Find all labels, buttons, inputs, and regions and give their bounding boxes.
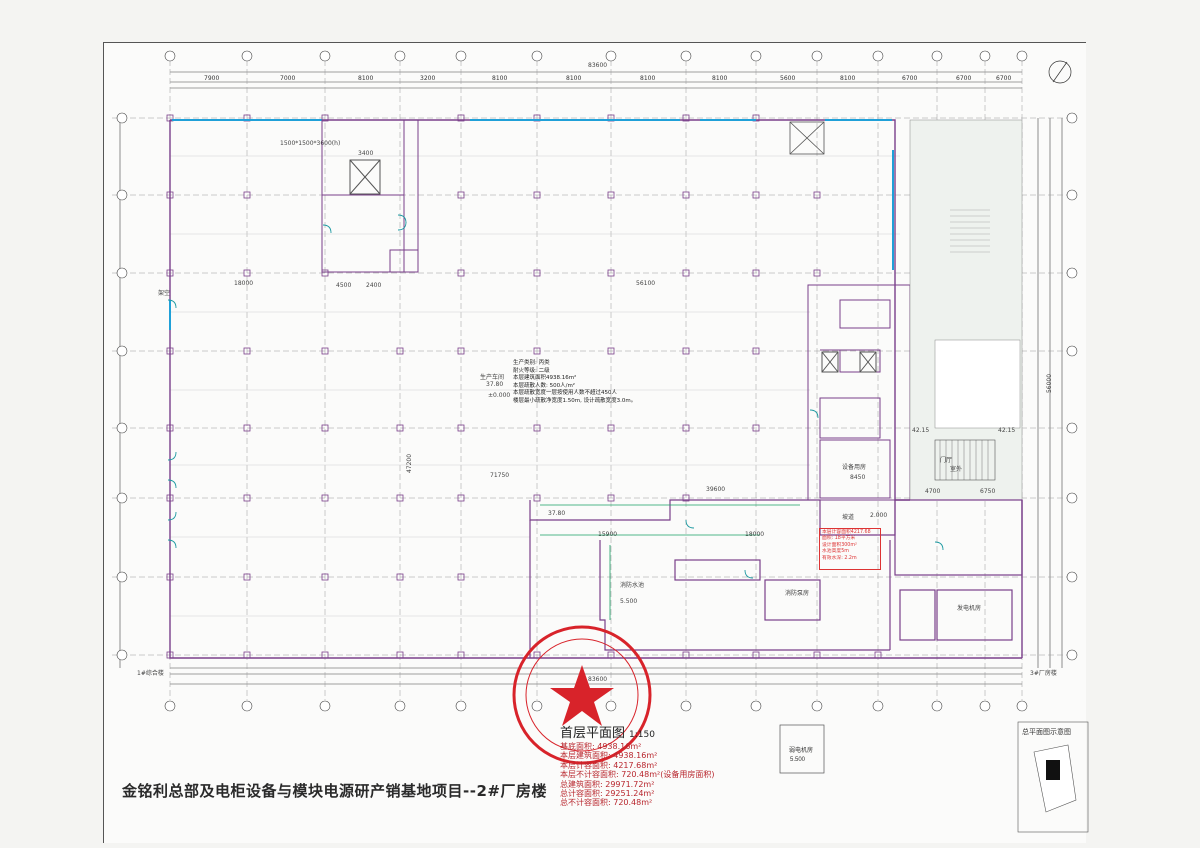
dim-15900: 15900 bbox=[598, 531, 618, 538]
stair-core-north bbox=[321, 119, 419, 273]
weak-electric-label: 弱电机房 bbox=[789, 748, 814, 754]
note-line: 本层疏散人数: 500人/m² bbox=[513, 382, 576, 389]
sub-grid bbox=[170, 155, 900, 617]
label-building-left: 1#综合楼 bbox=[137, 670, 164, 677]
green-dimension-marks bbox=[540, 504, 800, 620]
label-pump-room: 消防泵房 bbox=[785, 590, 810, 597]
area-line: 本层计容面积: 4217.68m² bbox=[560, 760, 658, 770]
dim-span-10: 8100 bbox=[840, 75, 856, 82]
dim-71750: 71750 bbox=[490, 472, 510, 479]
label-hall-elev-2: 42.15 bbox=[998, 427, 1016, 434]
label-elev-5500: 5.500 bbox=[620, 598, 638, 605]
dim-mid: 47200 bbox=[406, 453, 414, 474]
label-hall-elev: 42.15 bbox=[912, 427, 930, 434]
label-elev-prod: 37.80 bbox=[486, 381, 504, 388]
area-line: 总建筑面积: 29971.72m² bbox=[560, 779, 655, 789]
plan-title-text: 首层平面图 bbox=[560, 726, 626, 741]
dim-span-7: 8100 bbox=[640, 75, 656, 82]
dim-span-13: 6700 bbox=[996, 75, 1012, 82]
dim-span-6: 8100 bbox=[566, 75, 582, 82]
dim-4700: 4700 bbox=[925, 488, 941, 495]
label-fire-pool: 消防水池 bbox=[620, 582, 645, 589]
fire-pool-note: 本层计容面积4217.68 面积: 18平方米 设计面积300m² 水池高度5m… bbox=[819, 528, 881, 570]
red-note-line: 设计面积300m² bbox=[822, 542, 857, 548]
north-arrow-icon bbox=[1048, 60, 1072, 84]
label-jiakong: 架空 bbox=[158, 290, 171, 297]
note-line: 本层疏散宽度一层按使用人数不超过450人 bbox=[513, 390, 617, 397]
label-ramp: 坡道 bbox=[842, 514, 855, 521]
area-summary: 基底面积: 4938.16m² 本层建筑面积: 4938.16m² 本层计容面积… bbox=[560, 742, 714, 808]
area-line: 本层建筑面积: 4938.16m² bbox=[560, 751, 658, 761]
dim-span-4: 3200 bbox=[420, 75, 436, 82]
note-line: 楼层最小疏散净宽度1.50m, 设计疏散宽度3.0m。 bbox=[513, 397, 637, 404]
dim-span-8: 8100 bbox=[712, 75, 728, 82]
note-line: 生产类别: 丙类 bbox=[513, 360, 550, 366]
plan-scale: 1:150 bbox=[629, 730, 655, 740]
area-line: 总不计容面积: 720.48m² bbox=[560, 798, 653, 808]
outdoor-paving bbox=[909, 119, 1023, 501]
dimension-lines bbox=[119, 71, 1063, 685]
overall-dim-bottom: 83600 bbox=[588, 676, 608, 683]
area-line: 总计容面积: 29251.24m² bbox=[560, 789, 655, 799]
note-line: 本层建筑面积4938.16m² bbox=[513, 375, 577, 382]
dim-18000: 18000 bbox=[234, 280, 254, 287]
area-line: 基底面积: 4938.16m² bbox=[560, 742, 642, 751]
drawing-title: 金铭利总部及电柜设备与模块电源研产销基地项目--2#厂房楼 bbox=[122, 782, 547, 800]
label-stair-note: 1500*1500*3600(h) bbox=[280, 140, 341, 147]
red-note-line: 面积: 18平方米 bbox=[822, 536, 856, 542]
dim-6750: 6750 bbox=[980, 488, 996, 495]
weak-electric-room-box bbox=[779, 724, 825, 774]
production-note: 生产类别: 丙类 耐火等级: 二级 本层建筑面积4938.16m² 本层疏散人数… bbox=[513, 360, 636, 406]
overall-dim-top: 83600 bbox=[588, 62, 608, 69]
label-elev-3780: 37.80 bbox=[548, 510, 566, 517]
area-line: 本层不计容面积: 720.48m²(设备用房面积) bbox=[560, 770, 715, 780]
label-power-room: 发电机房 bbox=[957, 605, 982, 612]
key-plan-label: 总平面图示意图 bbox=[1022, 728, 1071, 736]
label-elev-zero: ±0.000 bbox=[488, 392, 511, 399]
red-note-line: 本层计容面积4217.68 bbox=[822, 530, 871, 535]
windows bbox=[169, 119, 894, 330]
axis-bubbles bbox=[116, 50, 1078, 712]
dim-span-11: 6700 bbox=[902, 75, 918, 82]
label-outdoor: 室外 bbox=[950, 466, 963, 473]
note-line: 耐火等级: 二级 bbox=[513, 367, 550, 374]
label-equip-room: 设备用房 bbox=[842, 464, 867, 471]
dim-span-2: 7000 bbox=[280, 75, 296, 82]
door-swings bbox=[167, 214, 944, 579]
label-production: 生产车间 bbox=[480, 374, 505, 381]
dim-span-5: 8100 bbox=[492, 75, 508, 82]
dim-span-1: 7900 bbox=[204, 75, 220, 82]
overall-dim-right: 56000 bbox=[1046, 373, 1054, 394]
dim-4500: 4500 bbox=[336, 282, 352, 289]
dim-span-12: 6700 bbox=[956, 75, 972, 82]
red-note-line: 有效水深: 2.2m bbox=[822, 555, 857, 561]
stair-core-east bbox=[807, 284, 911, 501]
dim-2400: 2400 bbox=[366, 282, 382, 289]
red-note-line: 水池高度5m bbox=[822, 549, 849, 555]
dim-18000b: 18000 bbox=[745, 531, 765, 538]
dim-39600: 39600 bbox=[706, 486, 726, 493]
dim-56100: 56100 bbox=[636, 280, 656, 287]
weak-electric-elev: 5.500 bbox=[790, 757, 806, 763]
dim-8450: 8450 bbox=[850, 474, 866, 481]
dim-span-3: 8100 bbox=[358, 75, 374, 82]
elevator-core-ne bbox=[789, 121, 825, 155]
dim-3400: 3400 bbox=[358, 150, 374, 157]
key-plan bbox=[1017, 721, 1089, 833]
dim-span-9: 5600 bbox=[780, 75, 796, 82]
service-block-south bbox=[529, 499, 1023, 658]
label-lobby: 门厅 bbox=[940, 457, 953, 464]
official-seal bbox=[512, 625, 652, 765]
label-elev-2000: 2.000 bbox=[870, 512, 888, 519]
label-building-right: 3#厂房楼 bbox=[1030, 670, 1057, 677]
